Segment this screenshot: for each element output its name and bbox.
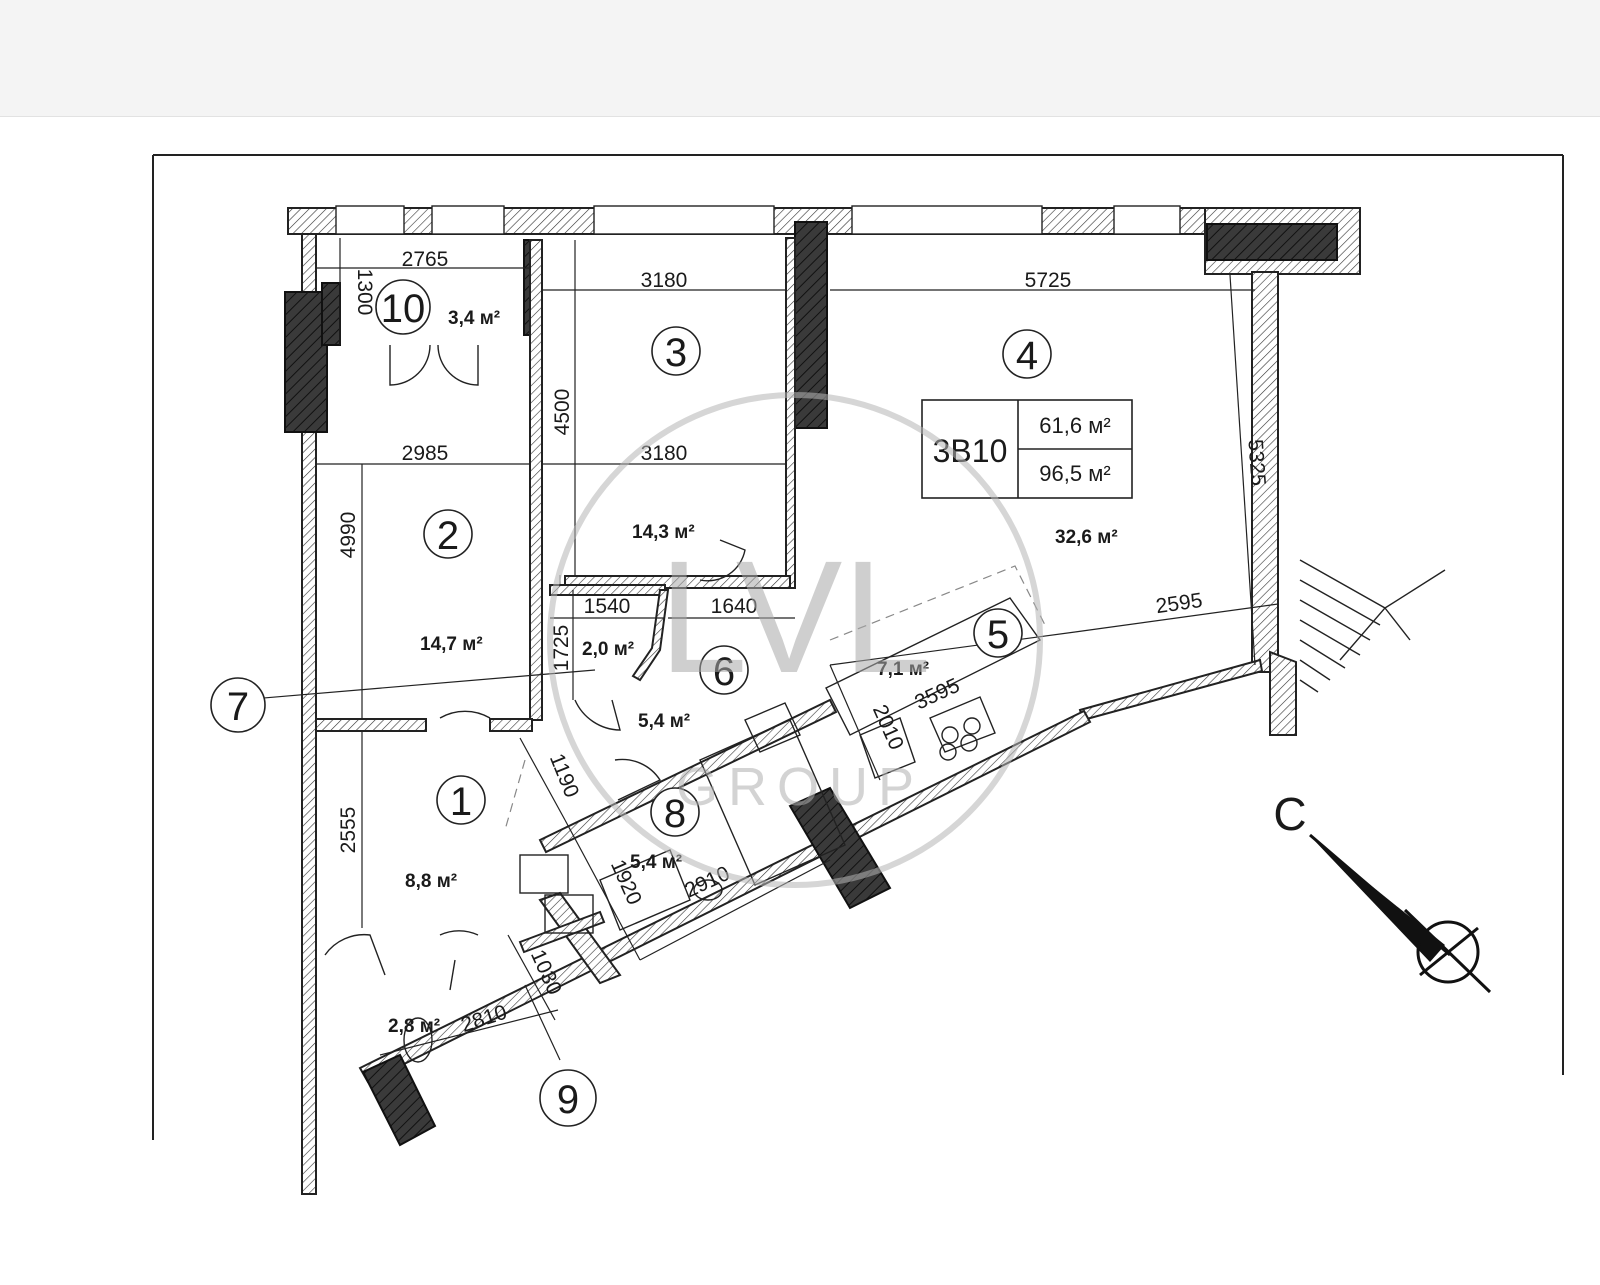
svg-text:1540: 1540: [584, 595, 631, 618]
room-1: 1: [436, 775, 486, 825]
dimension-lines: [239, 238, 1279, 1061]
watermark-sub: GROUP: [676, 757, 924, 817]
doors: [324, 344, 746, 991]
area-room-2: 14,7 м²: [420, 634, 483, 655]
area-room-9: 2,8 м²: [388, 1016, 440, 1037]
north-compass: С: [1273, 788, 1492, 994]
svg-text:2985: 2985: [402, 442, 449, 465]
room-5: 5: [973, 608, 1023, 658]
interior-walls: [315, 237, 838, 985]
svg-text:2765: 2765: [402, 248, 449, 271]
compass-letter: С: [1273, 788, 1306, 840]
apartment-code: 3B10: [933, 433, 1008, 469]
top-bar: [0, 0, 1600, 117]
area-room-6: 5,4 м²: [638, 711, 690, 732]
area-room-8: 5,4 м²: [630, 852, 682, 873]
watermark: LVL GROUP: [547, 392, 1043, 888]
apartment-info-table: 3B10 61,6 м² 96,5 м²: [921, 399, 1133, 499]
room-2: 2: [423, 509, 473, 559]
area-room-4: 32,6 м²: [1055, 527, 1118, 548]
svg-text:1725: 1725: [550, 625, 573, 672]
room-9: 9: [539, 1069, 597, 1127]
sheet-frame: [152, 154, 1564, 1140]
svg-text:4: 4: [1016, 334, 1038, 378]
room-areas: 8,8 м² 14,7 м² 14,3 м² 32,6 м² 7,1 м² 5,…: [388, 308, 1118, 1037]
room-4: 4: [1002, 329, 1052, 379]
svg-text:7: 7: [227, 685, 249, 729]
svg-text:3180: 3180: [641, 269, 688, 292]
room-10: 10: [375, 279, 431, 335]
room-7: 7: [210, 677, 266, 733]
area-room-5: 7,1 м²: [877, 659, 929, 680]
area-room-1: 8,8 м²: [405, 871, 457, 892]
svg-text:9: 9: [557, 1078, 579, 1122]
svg-text:3180: 3180: [641, 442, 688, 465]
room-3: 3: [651, 326, 701, 376]
svg-text:2: 2: [437, 514, 459, 558]
svg-text:4500: 4500: [551, 389, 574, 436]
svg-text:2810: 2810: [458, 1001, 510, 1037]
balcony: [1299, 559, 1446, 693]
svg-text:6: 6: [713, 650, 735, 694]
svg-text:10: 10: [381, 287, 426, 331]
windows: [335, 205, 1181, 235]
svg-text:2595: 2595: [1154, 589, 1203, 618]
total-area: 96,5 м²: [1039, 461, 1110, 486]
svg-text:3: 3: [665, 331, 687, 375]
svg-text:8: 8: [664, 792, 686, 836]
columns: [284, 221, 1338, 1147]
svg-text:1640: 1640: [711, 595, 758, 618]
room-numbers: 1 2 3 4 5 6 7 8 9 10: [210, 279, 1052, 1127]
area-room-10: 3,4 м²: [448, 308, 500, 329]
living-area: 61,6 м²: [1039, 413, 1110, 438]
room-8: 8: [650, 787, 700, 837]
svg-text:4990: 4990: [337, 512, 360, 559]
svg-text:5725: 5725: [1025, 269, 1072, 292]
svg-text:1300: 1300: [353, 269, 376, 316]
svg-text:5: 5: [987, 613, 1009, 657]
room-6: 6: [699, 645, 749, 695]
svg-text:5325: 5325: [1243, 438, 1269, 486]
dimension-labels: 2765 1300 3180 5725 4500 2985 3180 4990 …: [337, 248, 1270, 1037]
svg-text:1: 1: [450, 780, 472, 824]
svg-text:2555: 2555: [337, 807, 360, 854]
watermark-brand: LVL: [659, 527, 932, 706]
area-room-7: 2,0 м²: [582, 639, 634, 660]
area-room-3: 14,3 м²: [632, 522, 695, 543]
